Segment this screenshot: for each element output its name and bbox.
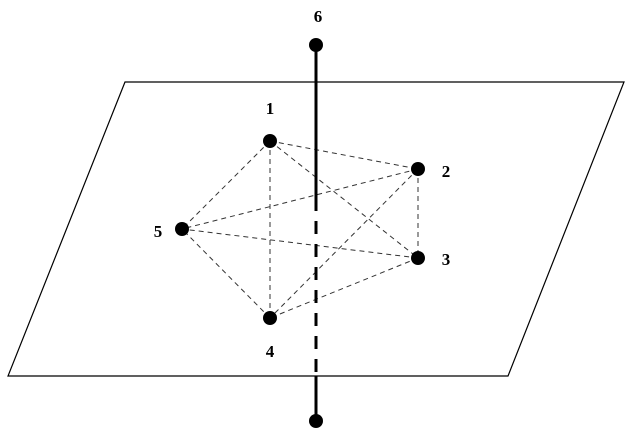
node-6 (309, 38, 323, 52)
node-5 (175, 222, 189, 236)
edge-3-4 (269, 257, 419, 319)
axis-bottom-node (309, 414, 323, 428)
node-label-3: 3 (442, 250, 451, 269)
dashed-edges (181, 140, 419, 319)
edge-3-5 (181, 228, 419, 259)
nodes (175, 38, 425, 428)
node-label-4: 4 (266, 342, 275, 361)
edge-2-5 (181, 168, 419, 230)
edge-1-2 (269, 140, 419, 170)
edge-1-3 (269, 140, 419, 259)
plane (7, 81, 625, 377)
edge-1-5 (181, 140, 271, 230)
node-label-2: 2 (442, 162, 451, 181)
node-2 (411, 162, 425, 176)
node-4 (263, 311, 277, 325)
node-3 (411, 251, 425, 265)
node-label-5: 5 (154, 222, 163, 241)
edge-4-5 (181, 228, 271, 319)
node-label-1: 1 (266, 99, 275, 118)
node-1 (263, 134, 277, 148)
edge-2-4 (269, 168, 419, 319)
node-label-6: 6 (314, 7, 323, 26)
